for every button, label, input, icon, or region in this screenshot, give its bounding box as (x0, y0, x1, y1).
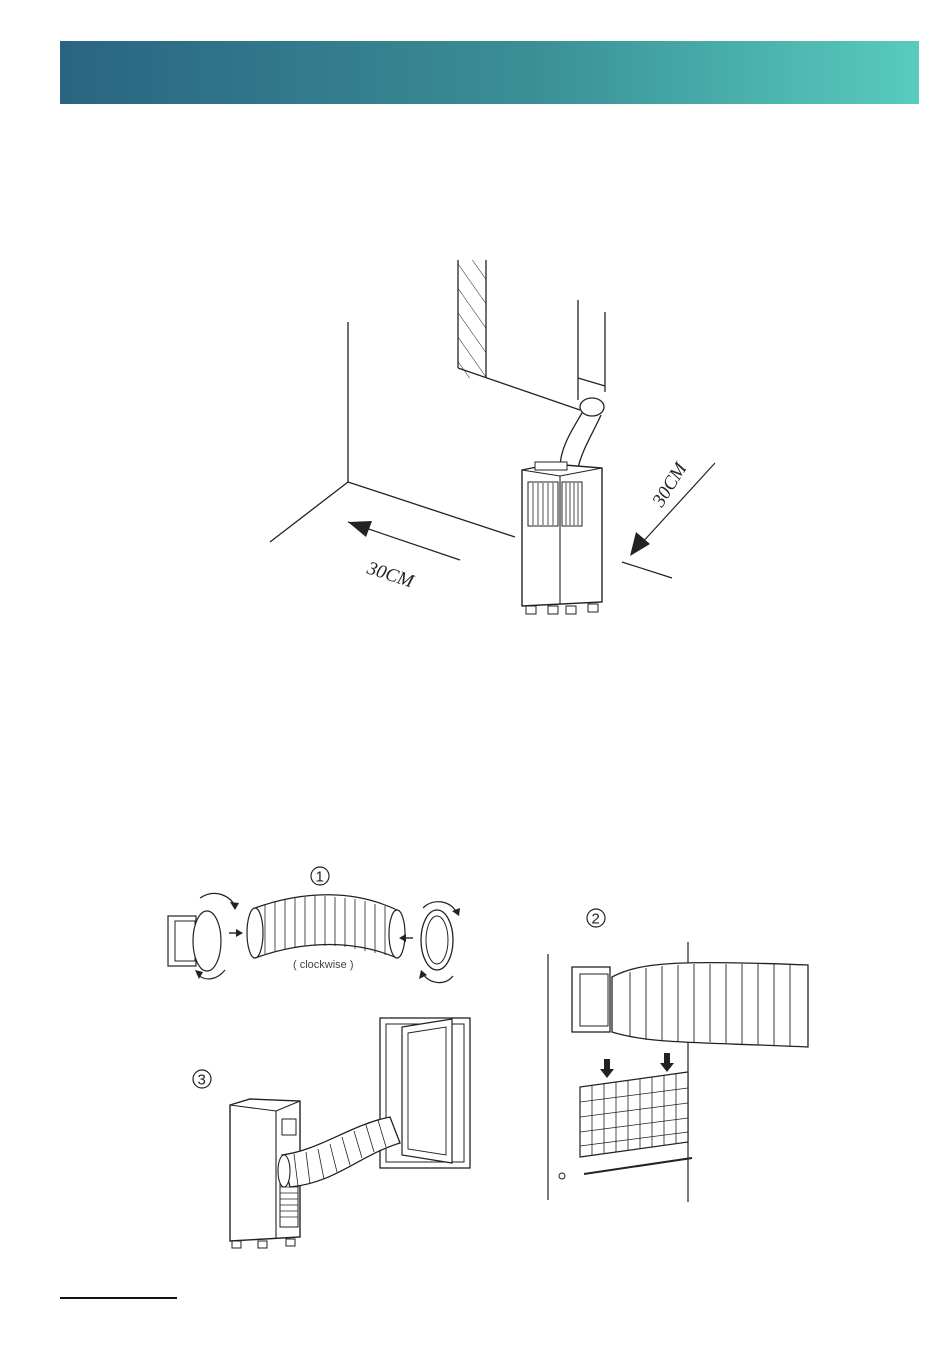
step3-drawing: 3 (190, 1015, 480, 1250)
clearance-diagram: 30CM 30CM (260, 250, 730, 630)
step3-window-install: 3 (190, 1015, 480, 1250)
step1-drawing: 1 ( clockwise ) (165, 858, 475, 993)
step2-drawing: 2 (540, 902, 815, 1207)
clearance-diagram-drawing: 30CM 30CM (260, 250, 730, 630)
step2-connect-to-unit: 2 (540, 902, 815, 1207)
step2-number: 2 (592, 911, 600, 928)
step3-number: 3 (198, 1072, 206, 1089)
right-clearance-label: 30CM (648, 458, 692, 511)
footer-rule (60, 1297, 177, 1299)
step1-hose-assembly: 1 ( clockwise ) (165, 858, 475, 993)
left-clearance-label: 30CM (364, 557, 418, 592)
step1-note: ( clockwise ) (293, 959, 354, 971)
header-banner (60, 41, 919, 104)
step1-number: 1 (316, 869, 324, 886)
